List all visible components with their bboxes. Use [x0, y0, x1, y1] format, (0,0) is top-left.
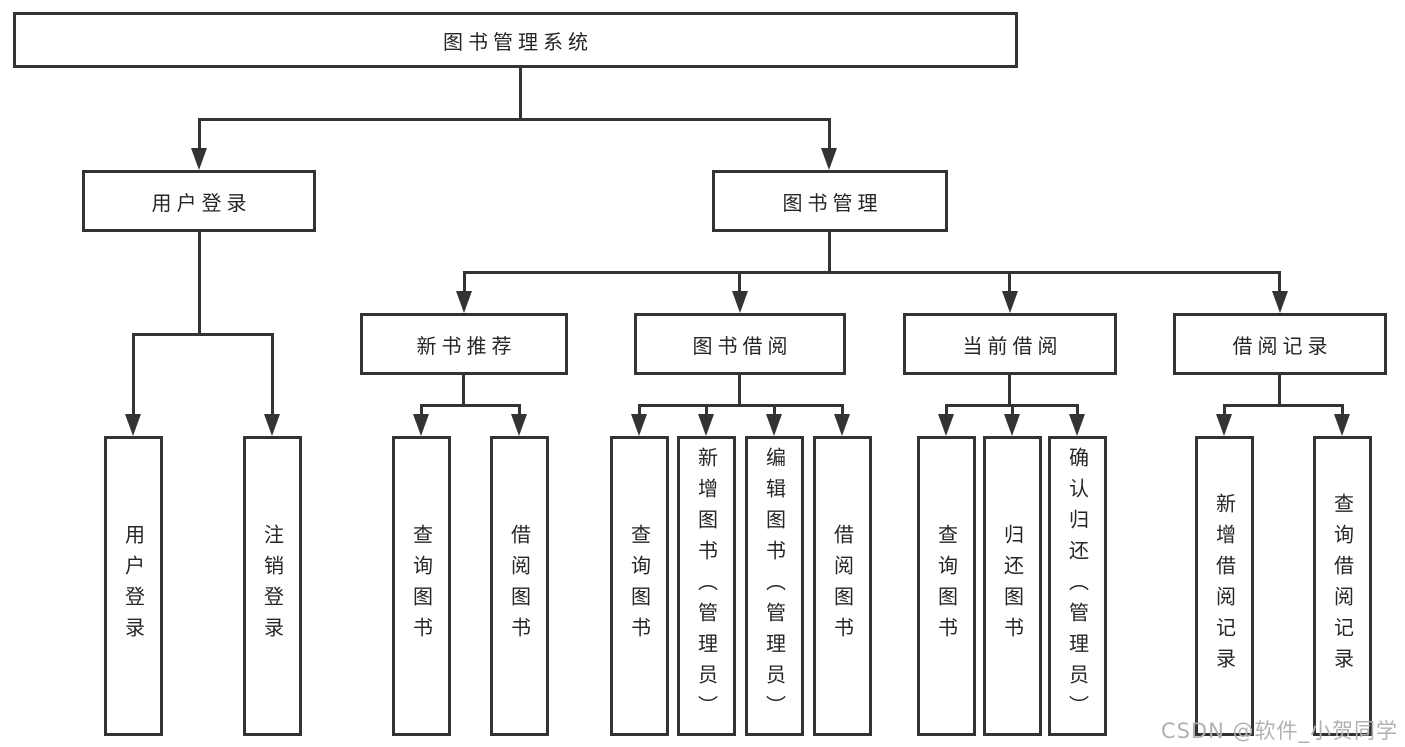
node-label: 新增借阅记录: [1212, 493, 1237, 679]
node-label: 查询借阅记录: [1330, 493, 1355, 679]
connector-line: [945, 404, 948, 418]
connector-line: [1076, 404, 1079, 418]
connector-line: [1008, 375, 1011, 407]
connector-arrowhead: [1069, 414, 1085, 436]
leaf-edit-book-admin: 编辑图书（管理员）: [745, 436, 804, 736]
connector-arrowhead: [631, 414, 647, 436]
connector-line: [198, 118, 201, 152]
node-label: 图书管理系统: [443, 29, 593, 54]
connector-arrowhead: [698, 414, 714, 436]
node-label: 新书推荐: [416, 333, 517, 358]
connector-arrowhead: [938, 414, 954, 436]
leaf-add-book-admin: 新增图书（管理员）: [677, 436, 736, 736]
connector-line: [420, 404, 423, 418]
connector-arrowhead: [413, 414, 429, 436]
leaf-query-books-borrowing: 查询图书: [610, 436, 669, 736]
connector-arrowhead: [191, 148, 207, 170]
connector-line: [828, 118, 831, 152]
connector-arrowhead: [1334, 414, 1350, 436]
connector-line: [420, 404, 521, 407]
connector-line: [738, 271, 741, 295]
connector-line: [1223, 404, 1344, 407]
connector-arrowhead: [125, 414, 141, 436]
connector-line: [132, 333, 135, 418]
connector-arrowhead: [1002, 291, 1018, 313]
node-label: 用户登录: [121, 524, 146, 648]
connector-line: [463, 271, 466, 295]
connector-line: [638, 404, 844, 407]
connector-line: [705, 404, 708, 418]
connector-line: [462, 375, 465, 407]
node-label: 图书借阅: [692, 333, 793, 358]
node-label: 用户登录: [151, 190, 252, 215]
node-label: 归还图书: [1000, 524, 1025, 648]
node-root: 图书管理系统: [13, 12, 1018, 68]
node-label: 借阅图书: [830, 524, 855, 648]
node-book-borrowing: 图书借阅: [634, 313, 846, 375]
node-label: 当前借阅: [962, 333, 1063, 358]
node-label: 确认归还（管理员）: [1065, 446, 1090, 726]
connector-arrowhead: [456, 291, 472, 313]
csdn-watermark: CSDN @软件_小贺同学: [1160, 719, 1398, 743]
node-borrowing-records: 借阅记录: [1173, 313, 1387, 375]
connector-line: [828, 232, 831, 274]
node-label: 借阅记录: [1232, 333, 1333, 358]
connector-line: [132, 333, 274, 336]
connector-line: [638, 404, 641, 418]
connector-line: [841, 404, 844, 418]
node-label: 查询图书: [627, 524, 652, 648]
leaf-logout: 注销登录: [243, 436, 302, 736]
connector-line: [1011, 404, 1014, 418]
connector-line: [198, 118, 831, 121]
node-user-login: 用户登录: [82, 170, 316, 232]
connector-line: [1278, 375, 1281, 407]
leaf-return-books: 归还图书: [983, 436, 1042, 736]
node-label: 注销登录: [260, 524, 285, 648]
leaf-query-books-current: 查询图书: [917, 436, 976, 736]
connector-line: [738, 375, 741, 407]
connector-arrowhead: [1004, 414, 1020, 436]
leaf-query-books-recommend: 查询图书: [392, 436, 451, 736]
connector-line: [1223, 404, 1226, 418]
connector-arrowhead: [821, 148, 837, 170]
leaf-confirm-return-admin: 确认归还（管理员）: [1048, 436, 1107, 736]
leaf-user-login: 用户登录: [104, 436, 163, 736]
connector-line: [1008, 271, 1011, 295]
connector-line: [518, 404, 521, 418]
connector-line: [463, 271, 1281, 274]
node-label: 借阅图书: [507, 524, 532, 648]
connector-arrowhead: [264, 414, 280, 436]
leaf-borrow-books-borrowing: 借阅图书: [813, 436, 872, 736]
node-label: 查询图书: [934, 524, 959, 648]
connector-arrowhead: [766, 414, 782, 436]
leaf-add-borrow-record: 新增借阅记录: [1195, 436, 1254, 736]
connector-line: [1341, 404, 1344, 418]
node-book-management: 图书管理: [712, 170, 948, 232]
connector-arrowhead: [511, 414, 527, 436]
connector-line: [773, 404, 776, 418]
node-label: 编辑图书（管理员）: [762, 446, 787, 726]
connector-arrowhead: [1272, 291, 1288, 313]
leaf-borrow-books-recommend: 借阅图书: [490, 436, 549, 736]
connector-line: [198, 232, 201, 336]
node-label: 新增图书（管理员）: [694, 446, 719, 726]
connector-line: [519, 68, 522, 121]
node-new-book-recommend: 新书推荐: [360, 313, 568, 375]
connector-arrowhead: [1216, 414, 1232, 436]
node-label: 查询图书: [409, 524, 434, 648]
connector-line: [271, 333, 274, 418]
connector-line: [1278, 271, 1281, 295]
node-current-borrowing: 当前借阅: [903, 313, 1117, 375]
node-label: 图书管理: [782, 190, 883, 215]
leaf-query-borrow-record: 查询借阅记录: [1313, 436, 1372, 736]
connector-arrowhead: [834, 414, 850, 436]
connector-arrowhead: [732, 291, 748, 313]
